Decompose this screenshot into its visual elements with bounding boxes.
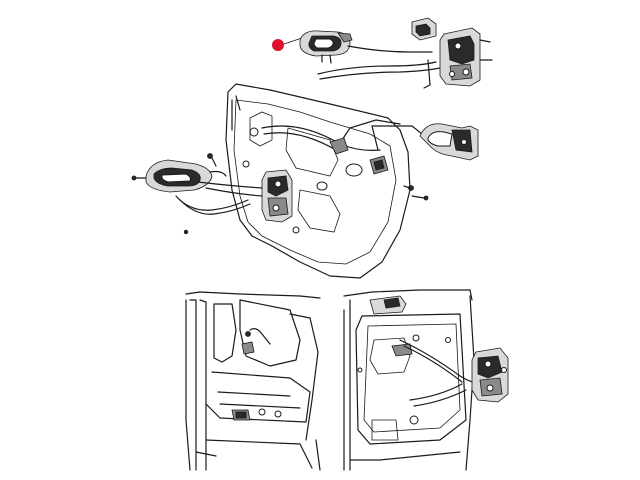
exterior-handle-group: [272, 17, 493, 89]
door-panel-group: [225, 83, 411, 279]
interior-handle[interactable]: [131, 153, 263, 215]
door-latch-assembly[interactable]: [261, 169, 293, 223]
callout-leader: [371, 125, 423, 151]
fasteners: [183, 185, 429, 235]
interior-view-right: [343, 289, 509, 471]
interior-view-left: [185, 291, 321, 471]
rear-door-latch[interactable]: [471, 347, 509, 403]
highlight-marker[interactable]: [272, 39, 284, 51]
door-inner-panel[interactable]: [225, 83, 411, 279]
handle-bracket[interactable]: [419, 123, 479, 161]
door-latch-upper[interactable]: [439, 27, 493, 87]
latch-actuator-rod: [317, 45, 441, 89]
lock-cylinder: [411, 17, 437, 41]
exterior-door-handle[interactable]: [299, 30, 353, 64]
